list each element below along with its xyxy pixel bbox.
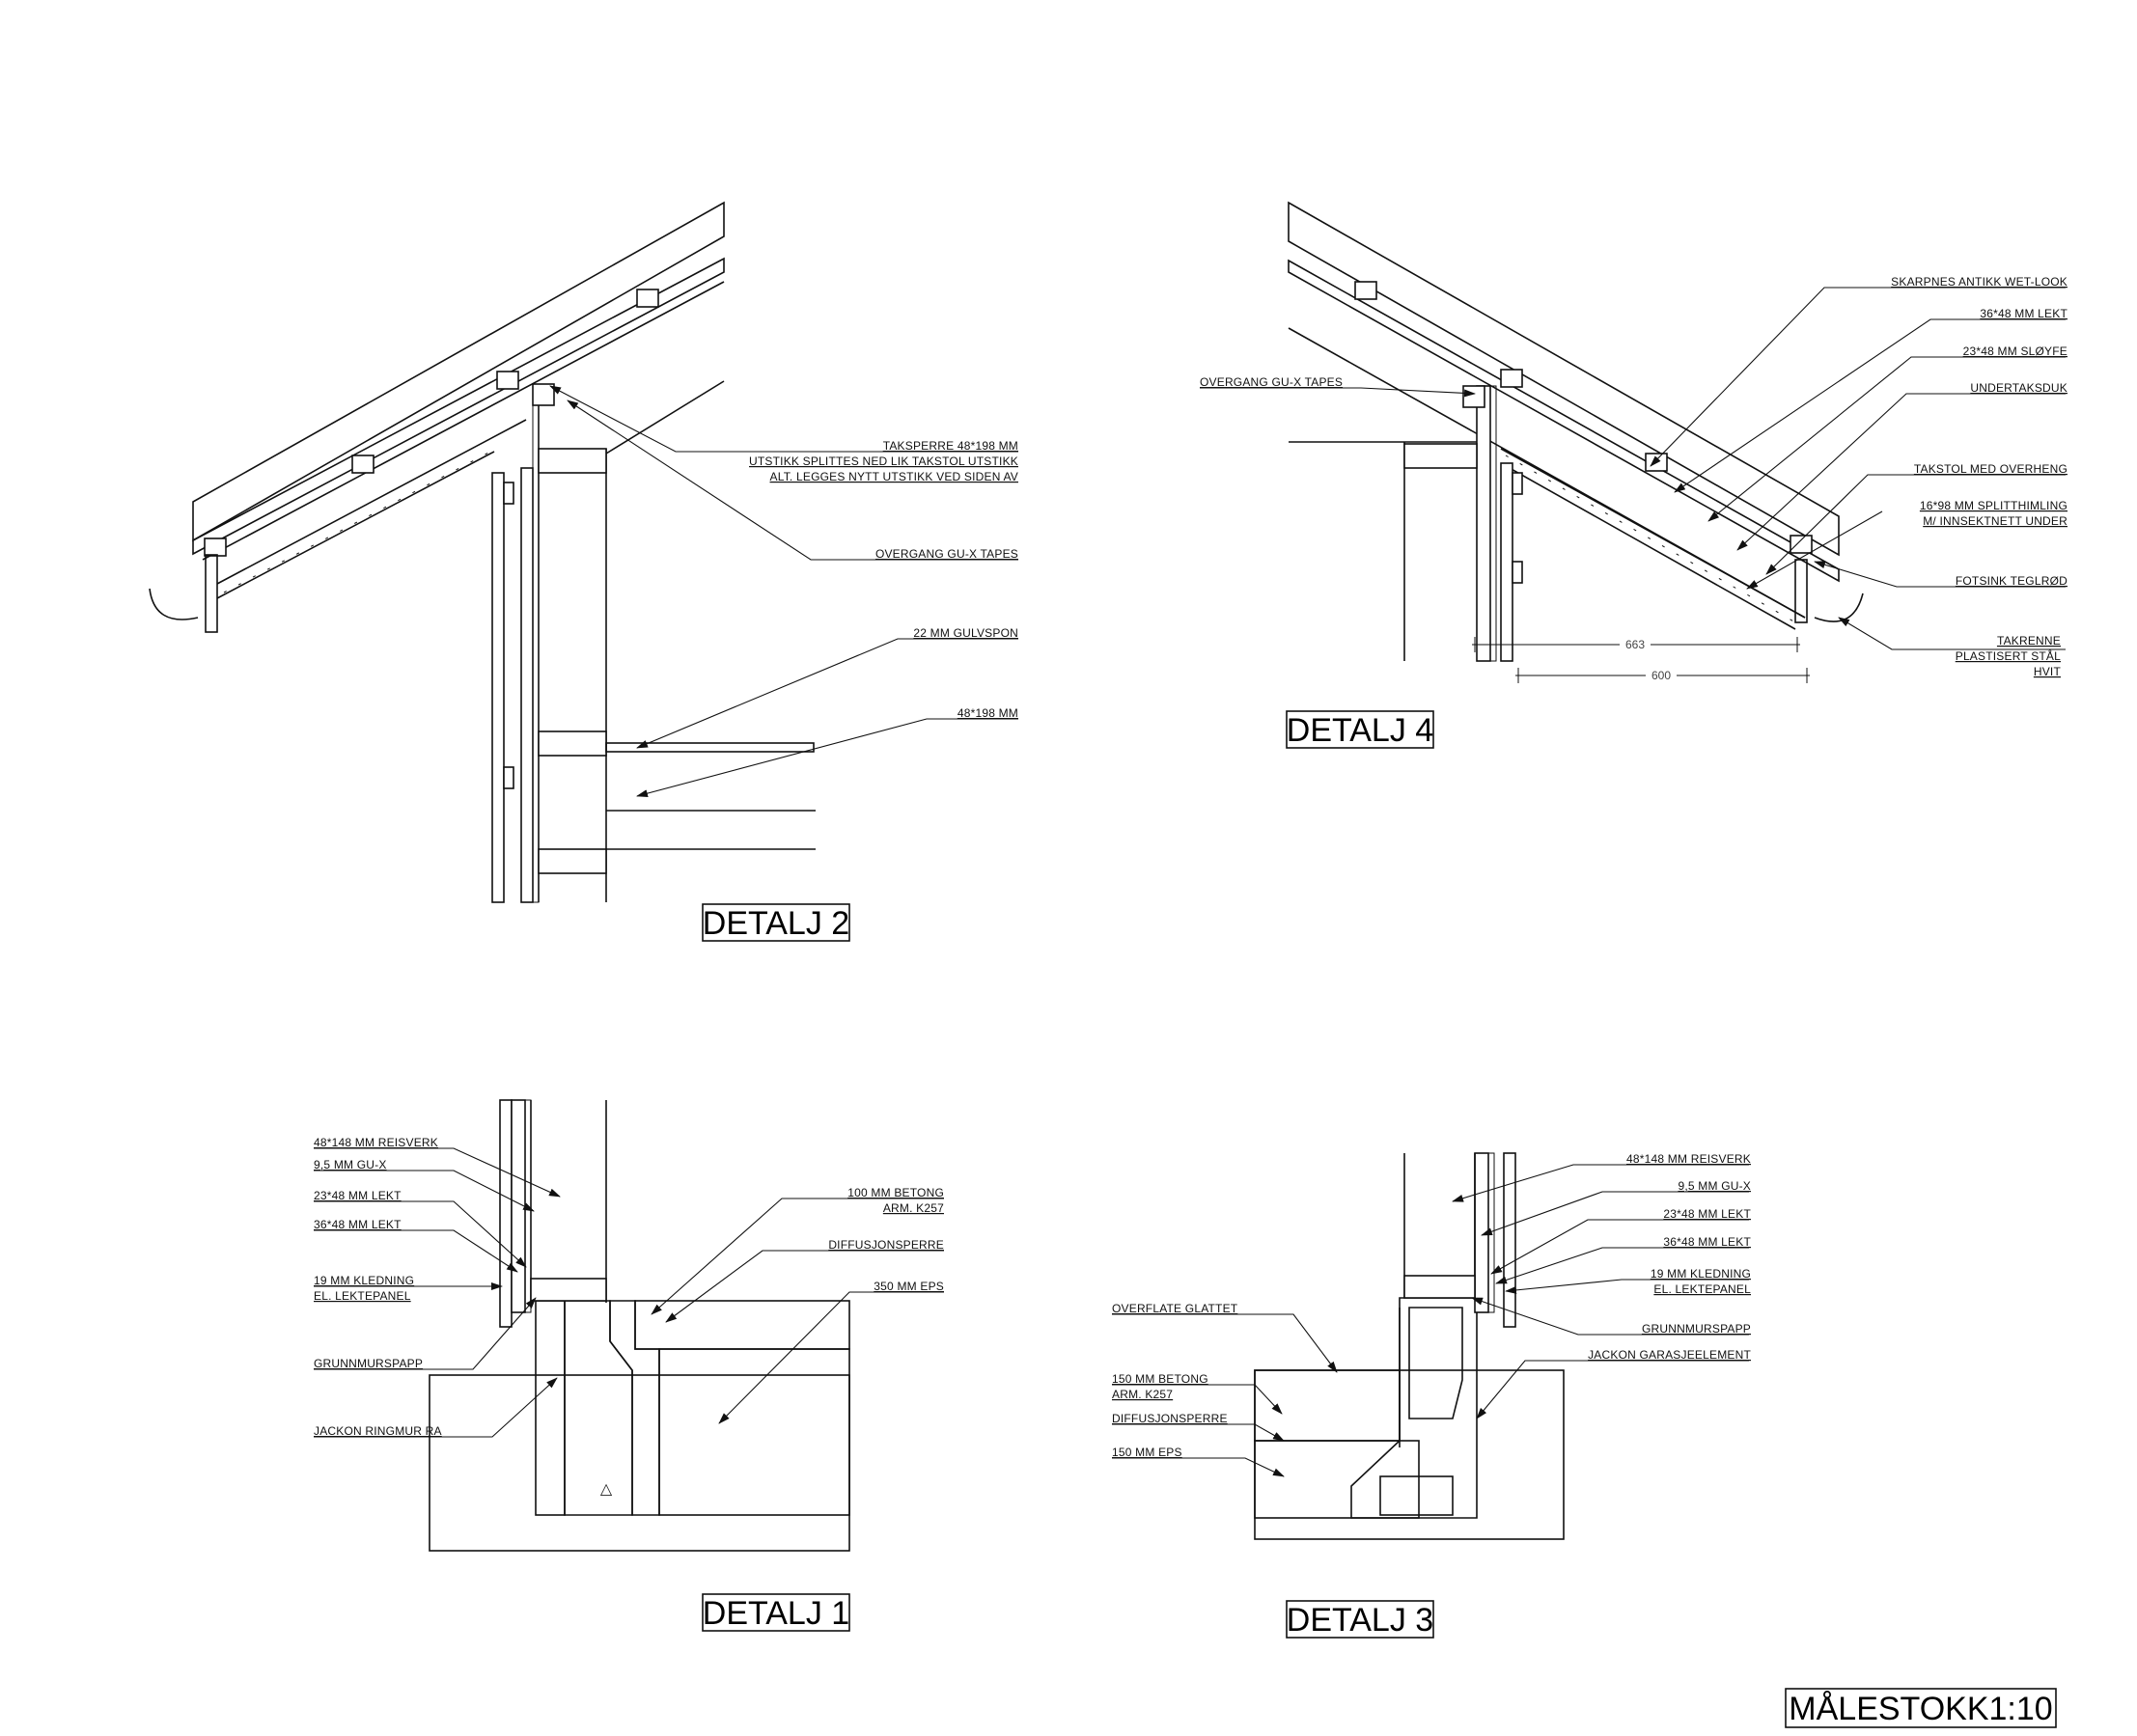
d1-diffusjon-label: DIFFUSJONSPERRE: [828, 1238, 944, 1252]
d3-overflate-label: OVERFLATE GLATTET: [1112, 1302, 1238, 1315]
d1-betong-label-2: ARM. K257: [883, 1201, 944, 1215]
d4-takrenne-label-2: PLASTISERT STÅL: [1956, 648, 2061, 663]
d4-fotsink-label: FOTSINK TEGLRØD: [1956, 574, 2068, 588]
d4-lekt-label: 36*48 MM LEKT: [1980, 307, 2068, 320]
detail-1: △ 48*148 MM REISVERK 9,5 MM GU-X 23*48 M…: [314, 1099, 944, 1632]
d1-lekt36-label: 36*48 MM LEKT: [314, 1218, 402, 1231]
d4-takrenne-label-1: TAKRENNE: [1997, 634, 2061, 648]
d4-undertak-label: UNDERTAKSDUK: [1970, 381, 2068, 395]
d3-betong-label-2: ARM. K257: [1112, 1388, 1173, 1401]
d3-title: DETALJ 3: [1287, 1602, 1433, 1639]
d1-reisverk-label: 48*148 MM REISVERK: [314, 1136, 438, 1149]
d1-gux-label: 9,5 MM GU-X: [314, 1158, 387, 1171]
d3-grunnmurspapp-label: GRUNNMURSPAPP: [1642, 1322, 1751, 1336]
d2-taksperre-label-1: TAKSPERRE 48*198 MM: [883, 439, 1018, 453]
d2-overgang-label: OVERGANG GU-X TAPES: [875, 547, 1018, 561]
d4-skarpnes-label: SKARPNES ANTIKK WET-LOOK: [1891, 275, 2068, 289]
detail-2: TAKSPERRE 48*198 MM UTSTIKK SPLITTES NED…: [149, 201, 1018, 942]
d4-title: DETALJ 4: [1287, 712, 1433, 749]
d1-lekt23-label: 23*48 MM LEKT: [314, 1189, 402, 1202]
d4-overgang-label: OVERGANG GU-X TAPES: [1200, 375, 1343, 389]
scale-box: MÅLESTOKK1:10: [1785, 1688, 2057, 1728]
d1-kledning-label-2: EL. LEKTEPANEL: [314, 1289, 411, 1303]
d1-grunnmurspapp-label: GRUNNMURSPAPP: [314, 1357, 423, 1370]
detail-4: 663 600 SKARPNES ANTIKK WET-LOOK 36*48 M…: [1200, 201, 2068, 749]
d4-takrenne-label-3: HVIT: [2034, 665, 2062, 678]
d4-sloyfe-label: 23*48 MM SLØYFE: [1963, 344, 2068, 358]
d2-title: DETALJ 2: [703, 905, 849, 942]
d4-takstol-label: TAKSTOL MED OVERHENG: [1914, 462, 2068, 476]
d3-gux-label: 9,5 MM GU-X: [1678, 1179, 1751, 1193]
d2-gulvspon-label: 22 MM GULVSPON: [913, 626, 1018, 640]
d1-betong-label-1: 100 MM BETONG: [847, 1186, 944, 1199]
scale-label: MÅLESTOKK1:10: [1789, 1691, 2052, 1727]
d4-himling-label-2: M/ INNSEKTNETT UNDER: [1923, 514, 2068, 528]
d2-taksperre-label-3: ALT. LEGGES NYTT UTSTIKK VED SIDEN AV: [770, 470, 1018, 483]
d1-eps-label: 350 MM EPS: [874, 1280, 944, 1293]
d1-kledning-label-1: 19 MM KLEDNING: [314, 1274, 414, 1287]
d1-title: DETALJ 1: [703, 1595, 849, 1632]
d3-lekt23-label: 23*48 MM LEKT: [1663, 1207, 1751, 1221]
d3-diffusjon-label: DIFFUSJONSPERRE: [1112, 1412, 1228, 1425]
svg-text:△: △: [600, 1481, 613, 1498]
d3-eps-label: 150 MM EPS: [1112, 1446, 1182, 1459]
d4-dim-663: 663: [1625, 638, 1645, 651]
d3-lekt36-label: 36*48 MM LEKT: [1663, 1235, 1751, 1249]
d3-betong-label-1: 150 MM BETONG: [1112, 1372, 1208, 1386]
d3-garasje-label: JACKON GARASJEELEMENT: [1588, 1348, 1751, 1362]
d2-bjelke-label: 48*198 MM: [957, 706, 1018, 720]
d3-reisverk-label: 48*148 MM REISVERK: [1626, 1152, 1751, 1166]
detail-3: 48*148 MM REISVERK 9,5 MM GU-X 23*48 MM …: [1112, 1152, 1751, 1639]
d2-taksperre-label-2: UTSTIKK SPLITTES NED LIK TAKSTOL UTSTIKK: [749, 455, 1018, 468]
d4-himling-label-1: 16*98 MM SPLITTHIMLING: [1920, 499, 2068, 512]
d4-dim-600: 600: [1651, 669, 1671, 682]
d3-kledning-label-2: EL. LEKTEPANEL: [1653, 1282, 1751, 1296]
d3-kledning-label-1: 19 MM KLEDNING: [1651, 1267, 1751, 1281]
d1-ringmur-label: JACKON RINGMUR RA: [314, 1424, 442, 1438]
